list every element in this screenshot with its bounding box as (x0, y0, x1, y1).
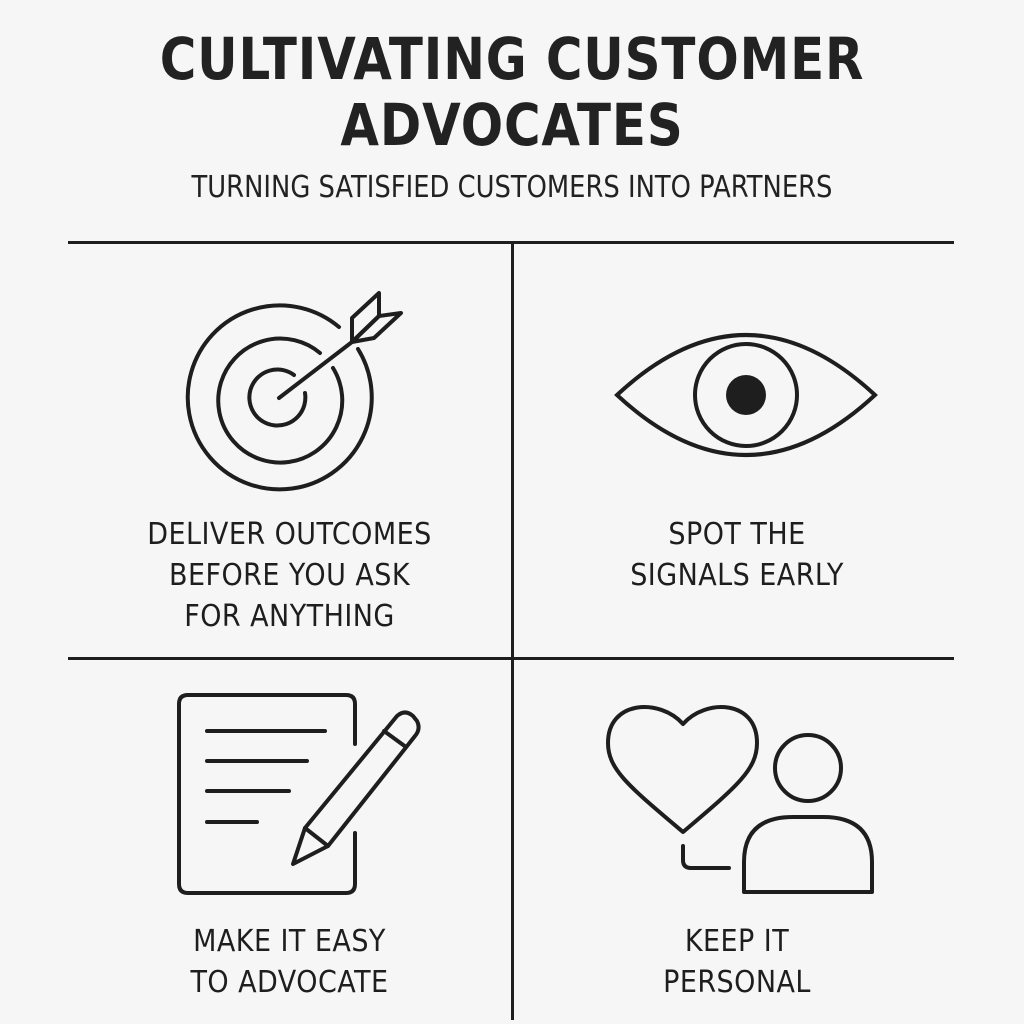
divider-vertical (511, 242, 514, 1020)
subtitle: TURNING SATISFIED CUSTOMERS INTO PARTNER… (191, 170, 833, 205)
title-line-1: CULTIVATING CUSTOMER (159, 25, 865, 93)
heart-and-person-icon (606, 705, 874, 894)
title-line-2: ADVOCATES (340, 91, 684, 159)
label-line: DELIVER OUTCOMES (147, 517, 432, 552)
label-line: MAKE IT EASY (193, 924, 386, 959)
quadrant-label: MAKE IT EASY TO ADVOCATE (90, 921, 489, 1003)
label-line: SPOT THE (668, 517, 806, 552)
label-line: TO ADVOCATE (190, 965, 389, 1000)
label-line: SIGNALS EARLY (630, 558, 844, 593)
quadrant-label: KEEP IT PERSONAL (536, 921, 937, 1003)
eye-icon (614, 333, 878, 457)
quadrant-label: DELIVER OUTCOMES BEFORE YOU ASK FOR ANYT… (90, 514, 489, 637)
label-line: KEEP IT (684, 924, 790, 959)
quadrant-label: SPOT THE SIGNALS EARLY (536, 514, 937, 596)
label-line: FOR ANYTHING (184, 599, 395, 634)
label-line: PERSONAL (663, 965, 811, 1000)
target-with-arrow-icon (185, 291, 403, 492)
document-with-pencil-icon (177, 693, 421, 895)
label-line: BEFORE YOU ASK (168, 558, 411, 593)
